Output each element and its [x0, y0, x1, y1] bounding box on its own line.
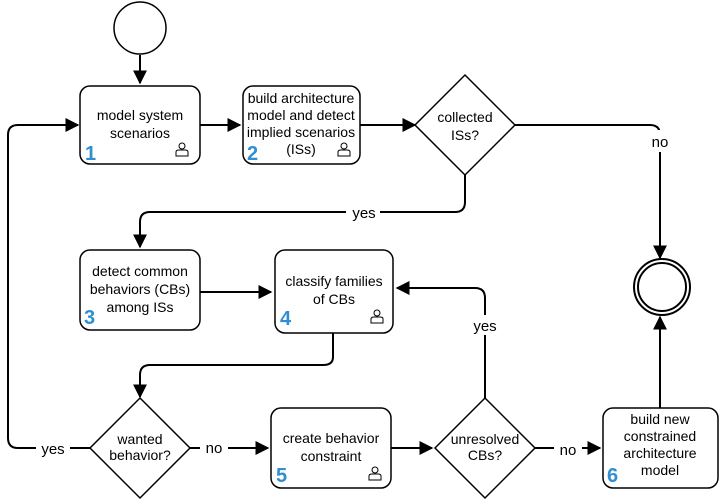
edge-collected-yes: [133, 172, 466, 249]
label-unresolved-no: no: [560, 442, 577, 459]
label-collected-no: no: [652, 134, 669, 151]
decision-collected-line-1: collected: [437, 109, 492, 125]
start-node: [113, 1, 167, 55]
edge-step4-to-wanted: [133, 333, 334, 399]
step-3-line-2: behaviors (CBs): [90, 281, 190, 297]
decision-wanted-line-2: behavior?: [109, 447, 171, 463]
decision-collected-line-2: ISs?: [451, 127, 479, 143]
end-node: [633, 258, 691, 316]
edge-wanted-yes: [7, 118, 90, 449]
step-6-line-2: constrained: [624, 428, 696, 444]
step-6-number: 6: [607, 465, 618, 487]
step-3-line-3: among ISs: [107, 299, 174, 315]
label-collected-yes: yes: [352, 205, 375, 222]
step-1-line-2: scenarios: [110, 125, 170, 141]
step-2-line-3: implied scenarios: [247, 124, 355, 140]
step-1-box: model system scenarios 1: [79, 85, 201, 165]
person-icon: [368, 466, 382, 481]
label-wanted-yes: yes: [41, 441, 64, 458]
step-1-number: 1: [85, 143, 96, 165]
decision-unresolved-line-1: unresolved: [451, 431, 520, 447]
label-unresolved-yes: yes: [473, 318, 496, 335]
step-5-number: 5: [276, 465, 287, 487]
person-icon: [337, 142, 351, 157]
step-4-line-2: of CBs: [313, 291, 355, 307]
edges: [7, 55, 667, 455]
step-5-line-2: constraint: [301, 448, 362, 464]
label-wanted-no: no: [206, 440, 223, 457]
edge-labels: no yes yes no yes no: [36, 130, 674, 460]
step-2-line-1: build architecture: [248, 90, 355, 106]
step-4-box: classify families of CBs 4: [274, 249, 394, 334]
step-4-line-1: classify families: [285, 273, 382, 289]
person-icon: [370, 309, 384, 324]
step-4-number: 4: [280, 308, 292, 330]
step-5-box: create behavior constraint 5: [270, 407, 392, 489]
edge-unresolved-yes: [395, 281, 486, 398]
person-icon: [175, 142, 189, 157]
step-2-line-2: model and detect: [247, 107, 355, 123]
decision-wanted-line-1: wanted: [116, 431, 162, 447]
decision-unresolved-line-2: CBs?: [468, 447, 502, 463]
step-3-box: detect common behaviors (CBs) among ISs 3: [79, 249, 201, 331]
step-1-line-1: model system: [97, 107, 183, 123]
step-2-number: 2: [247, 143, 258, 165]
edge-collected-no: [515, 124, 667, 260]
step-5-line-1: create behavior: [283, 430, 380, 446]
step-6-line-3: architecture: [623, 445, 696, 461]
step-3-number: 3: [84, 307, 95, 329]
step-6-line-1: build new: [630, 411, 690, 427]
step-6-line-4: model: [641, 462, 679, 478]
step-2-line-4: (ISs): [286, 141, 316, 157]
step-3-line-1: detect common: [92, 263, 188, 279]
